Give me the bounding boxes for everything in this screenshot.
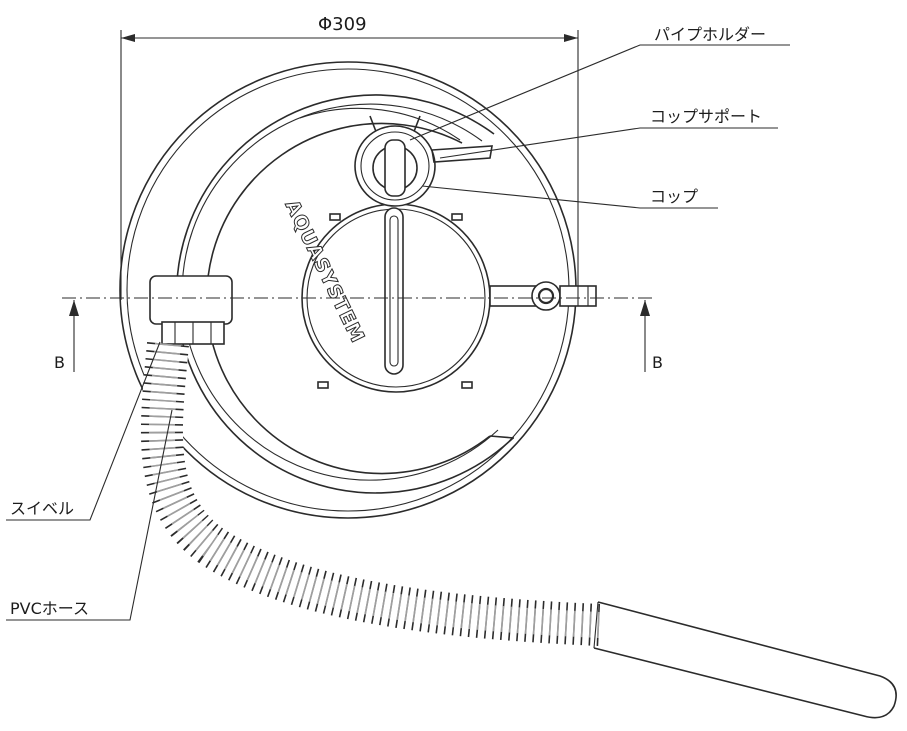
callout-cup: コップ [650,187,698,206]
swivel-joint [149,275,233,345]
dimension-label: Φ309 [318,14,367,35]
callout-swivel: スイベル [10,499,74,518]
pipe-clamp [489,281,597,311]
section-arrow-left [69,300,79,372]
section-marker-left: B [54,353,65,372]
dimension-line [120,30,579,300]
callout-pvc-hose: PVCホース [10,599,89,618]
cup-assembly [354,115,493,207]
section-arrow-right [640,300,650,372]
leader-lines [6,44,790,621]
pvc-hose [140,342,897,719]
callout-cup-support: コップサポート [650,107,762,126]
callout-pipe-holder: パイプホルダー [654,25,766,44]
section-marker-right: B [652,353,663,372]
